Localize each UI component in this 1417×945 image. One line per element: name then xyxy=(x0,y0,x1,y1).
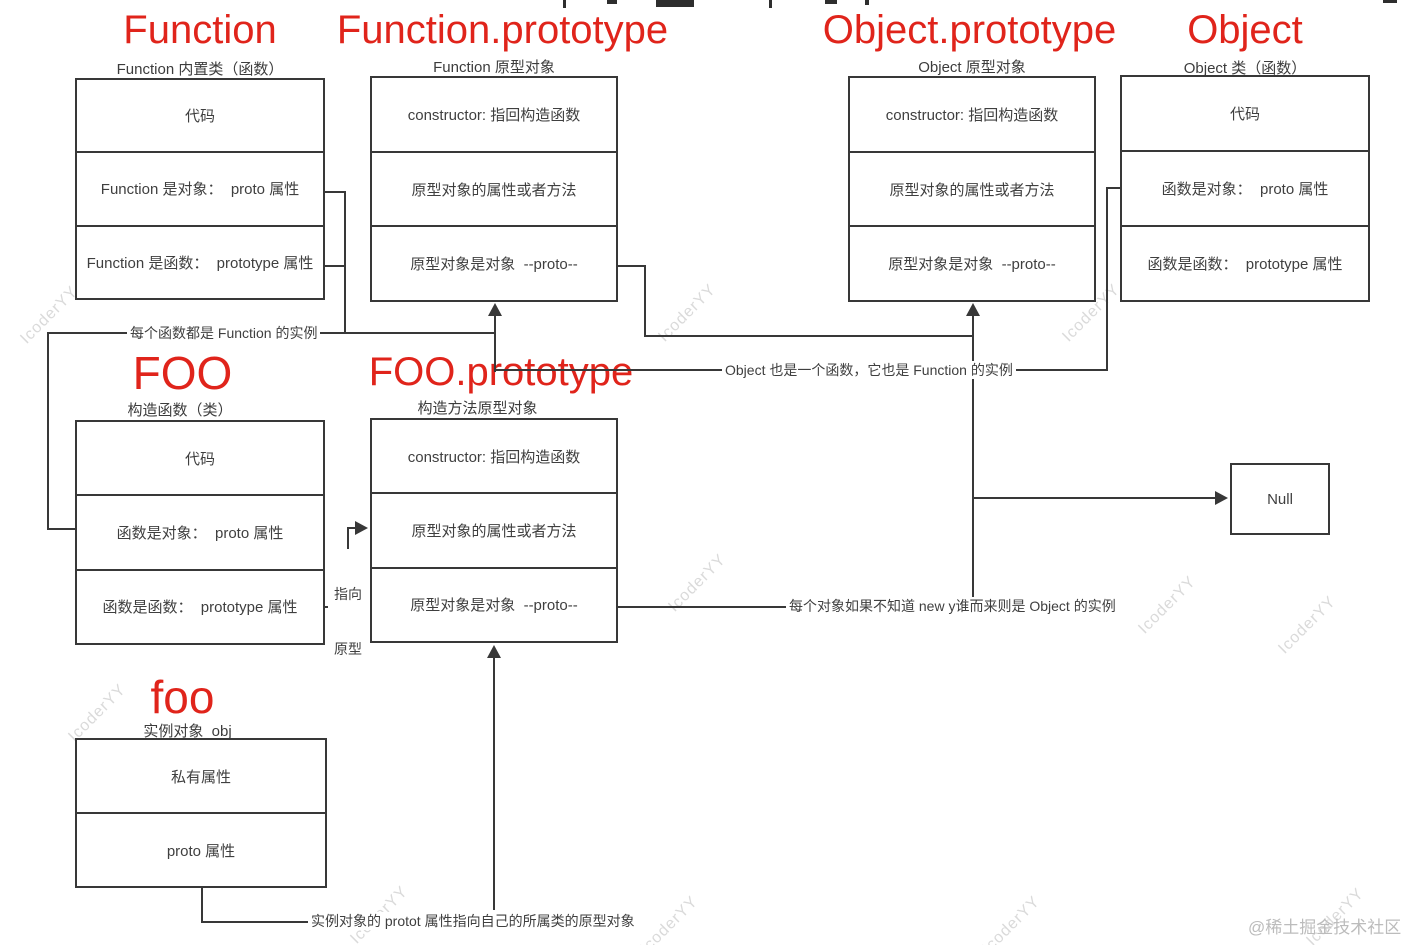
foo-prototype-row-constructor: constructor: 指回构造函数 xyxy=(407,448,581,466)
function-prototype-row-members: 原型对象的属性或者方法 xyxy=(372,150,616,226)
connector-pointer-horizontal xyxy=(347,527,359,529)
watermark: IcoderYY xyxy=(1275,593,1340,658)
null-box: Null xyxy=(1230,463,1330,535)
function-prototype-title: Function.prototype xyxy=(336,8,669,52)
connector-into-fooprototype-vertical xyxy=(493,658,495,910)
function-prototype-row-constructor: constructor: 指回构造函数 xyxy=(407,106,581,124)
arrow-into-object-prototype xyxy=(966,303,980,316)
watermark: IcoderYY xyxy=(17,283,82,348)
connector-foo-proto-left-stub xyxy=(47,528,77,530)
object-prototype-row-proto: 原型对象是对象 --proto-- xyxy=(850,225,1094,300)
top-edge-fragment xyxy=(656,0,694,7)
object-prototype-row-constructor: constructor: 指回构造函数 xyxy=(885,106,1059,124)
connector-functionproto-right-stub xyxy=(618,265,646,267)
foo-class-row-code: 代码 xyxy=(184,450,215,468)
connector-to-null xyxy=(972,497,1218,499)
top-edge-fragment xyxy=(865,0,869,5)
connector-function-proto-stub xyxy=(325,191,346,193)
foo-class-subtitle: 构造函数（类） xyxy=(127,402,233,419)
connector-object-proto-stub xyxy=(1106,187,1122,189)
connector-functionproto-vertical xyxy=(644,265,646,337)
foo-prototype-box: constructor: 指回构造函数 原型对象的属性或者方法 原型对象是对象 … xyxy=(370,418,618,643)
object-prototype-box: constructor: 指回构造函数 原型对象的属性或者方法 原型对象是对象 … xyxy=(848,76,1096,302)
watermark: IcoderYY xyxy=(979,893,1044,945)
arrow-into-null xyxy=(1215,491,1228,505)
top-edge-fragment xyxy=(607,0,617,4)
foo-class-row-proto: 函数是对象： proto 属性 xyxy=(77,494,323,568)
foo-prototype-subtitle: 构造方法原型对象 xyxy=(417,400,538,417)
connector-function-vertical xyxy=(344,191,346,334)
note-object-is-function: Object 也是一个函数，它也是 Function 的实例 xyxy=(722,361,1016,380)
top-edge-fragment xyxy=(1383,0,1397,3)
watermark: IcoderYY xyxy=(637,893,702,945)
object-prototype-title: Object.prototype xyxy=(822,8,1117,52)
connector-object-vertical xyxy=(1106,187,1108,371)
null-label: Null xyxy=(1267,490,1293,508)
juejin-credit: @稀土掘金技术社区 xyxy=(1248,918,1402,937)
foo-instance-title: foo xyxy=(150,671,215,723)
arrow-into-fooprototype-left xyxy=(355,521,368,535)
object-row-proto: 函数是对象： proto 属性 xyxy=(1122,150,1368,225)
function-row-code: 代码 xyxy=(184,108,215,126)
connector-into-function-prototype-vertical xyxy=(494,316,496,372)
foo-instance-box: 私有属性 proto 属性 xyxy=(75,738,327,888)
foo-prototype-row-members: 原型对象的属性或者方法 xyxy=(372,492,616,566)
note-pointer-line2: 原型 xyxy=(334,640,362,657)
top-edge-fragment xyxy=(563,0,566,8)
foo-instance-row-proto: proto 属性 xyxy=(77,812,325,886)
object-title: Object xyxy=(1187,8,1303,52)
note-instance-proto: 实例对象的 protot 属性指向自己的所属类的原型对象 xyxy=(308,912,638,931)
top-edge-fragment xyxy=(825,0,837,4)
foo-class-row-prototype: 函数是函数： prototype 属性 xyxy=(77,568,323,643)
object-subtitle: Object 类（函数） xyxy=(1183,60,1307,77)
foo-prototype-row-proto: 原型对象是对象 --proto-- xyxy=(372,566,616,641)
foo-prototype-title: FOO.prototype xyxy=(368,350,634,394)
object-row-code: 代码 xyxy=(1229,106,1260,123)
note-pointer-line1: 指向 xyxy=(334,586,362,603)
object-prototype-subtitle: Object 原型对象 xyxy=(918,59,1026,76)
connector-left-vertical xyxy=(47,332,49,530)
note-pointer-to-prototype: 指向 原型 xyxy=(328,549,368,695)
function-prototype-box: constructor: 指回构造函数 原型对象的属性或者方法 原型对象是对象 … xyxy=(370,76,618,302)
function-title: Function xyxy=(123,8,277,52)
function-box: 代码 Function 是对象： proto 属性 Function 是函数： … xyxy=(75,78,325,300)
object-row-prototype: 函数是函数： prototype 属性 xyxy=(1122,225,1368,300)
arrow-into-fooprototype-bottom xyxy=(487,645,501,658)
foo-instance-subtitle: 实例对象 obj xyxy=(143,723,232,740)
function-subtitle: Function 内置类（函数） xyxy=(116,61,284,78)
connector-objectproto-vertical xyxy=(972,316,974,608)
connector-functionproto-horizontal xyxy=(644,335,974,337)
note-every-function: 每个函数都是 Function 的实例 xyxy=(127,324,321,343)
foo-instance-row-private: 私有属性 xyxy=(170,768,231,786)
foo-class-box: 代码 函数是对象： proto 属性 函数是函数： prototype 属性 xyxy=(75,420,325,645)
function-row-prototype: Function 是函数： prototype 属性 xyxy=(77,224,323,298)
object-prototype-row-members: 原型对象的属性或者方法 xyxy=(850,150,1094,226)
function-prototype-subtitle: Function 原型对象 xyxy=(433,59,555,76)
note-every-object: 每个对象如果不知道 new y谁而来则是 Object 的实例 xyxy=(786,597,1119,616)
object-box: 代码 函数是对象： proto 属性 函数是函数： prototype 属性 xyxy=(1120,75,1370,302)
top-edge-fragment xyxy=(769,0,772,8)
arrow-into-function-prototype xyxy=(488,303,502,316)
foo-class-title: FOO xyxy=(132,347,233,399)
function-row-proto: Function 是对象： proto 属性 xyxy=(77,151,323,224)
watermark: IcoderYY xyxy=(1135,573,1200,638)
connector-function-prototype-stub xyxy=(325,265,346,267)
connector-fooinstance-vertical xyxy=(201,888,203,923)
function-prototype-row-proto: 原型对象是对象 --proto-- xyxy=(372,225,616,300)
